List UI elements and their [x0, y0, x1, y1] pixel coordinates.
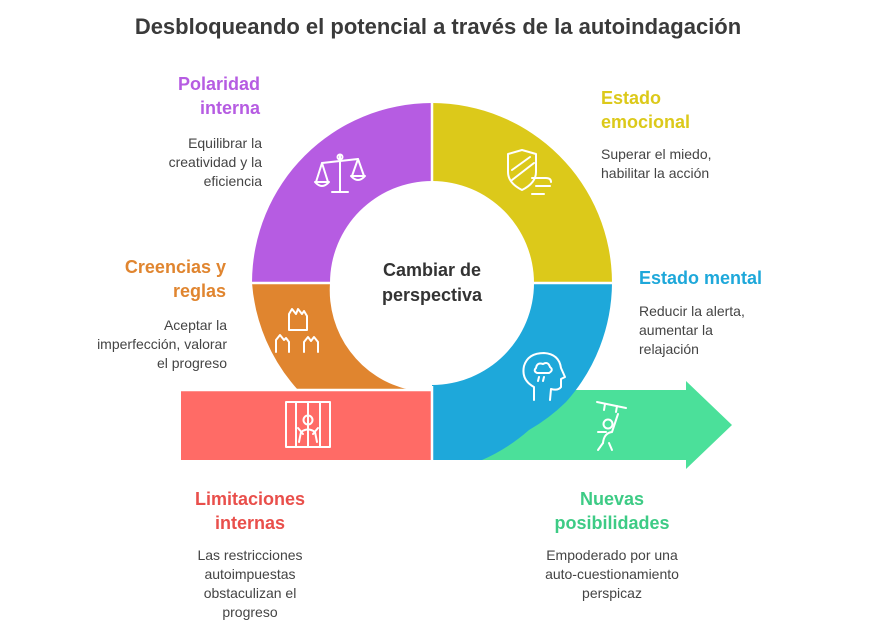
- emocional-text: Superar el miedo, habilitar la acción: [601, 146, 712, 181]
- balance-scale-icon: [314, 153, 366, 193]
- limitaciones-heading: Limitaciones internas: [194, 489, 306, 533]
- segment-emocional: [432, 103, 612, 283]
- raised-hands-icon: [275, 308, 319, 353]
- nuevas-text: Empoderado por una auto-cuestionamiento …: [545, 547, 679, 601]
- prisoner-icon: [285, 401, 331, 448]
- creencias-text: Aceptar la imperfección, valorar el prog…: [97, 317, 227, 371]
- polaridad-heading: Polaridad interna: [177, 74, 260, 118]
- center-label: Cambiar de perspectiva: [381, 260, 483, 305]
- segment-mental: [432, 283, 612, 460]
- limitaciones-text: Las restricciones autoimpuestas obstacul…: [197, 547, 303, 620]
- polaridad-text: Equilibrar la creatividad y la eficienci…: [168, 135, 262, 189]
- page-title: Desbloqueando el potencial a través de l…: [134, 14, 742, 39]
- nuevas-heading: Nuevas posibilidades: [554, 489, 670, 533]
- mental-heading: Estado mental: [639, 268, 763, 288]
- shield-wind-icon: [507, 149, 552, 195]
- head-thought-icon: [522, 352, 566, 401]
- person-flag-icon: [596, 401, 627, 451]
- mental-text: Reducir la alerta, aumentar la relajació…: [639, 303, 745, 357]
- creencias-heading: Creencias y reglas: [124, 257, 226, 301]
- emocional-heading: Estado emocional: [601, 88, 691, 132]
